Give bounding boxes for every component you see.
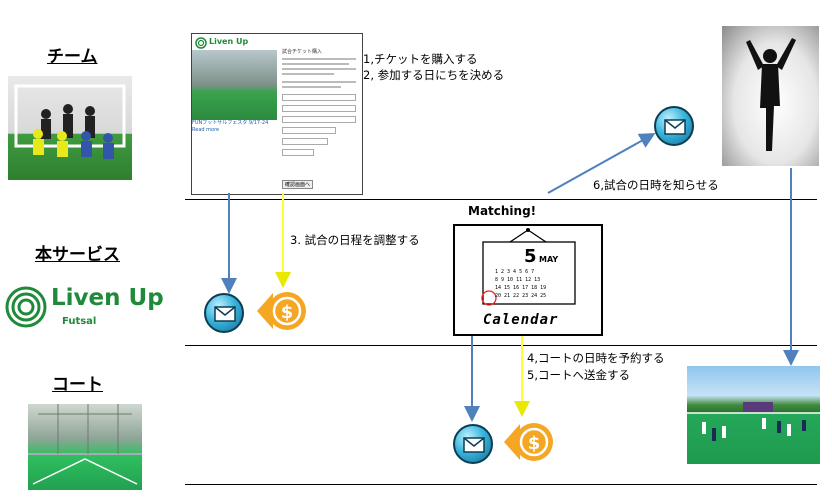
court-photo <box>28 404 142 490</box>
role-service-label: 本サービス <box>35 245 120 265</box>
step-4-label: 4,コートの日時を予約する <box>527 351 665 365</box>
role-court-label: コート <box>52 375 103 395</box>
svg-text:$: $ <box>528 433 541 454</box>
step-2-label: 2, 参加する日にちを決める <box>363 68 505 82</box>
step-3-label: 3. 試合の日程を調整する <box>290 233 420 247</box>
mail-icon <box>453 424 493 464</box>
logo-sub: Futsal <box>62 316 97 327</box>
webpage-form <box>282 58 356 160</box>
webpage-court-image <box>192 50 277 120</box>
ticket-webpage-screenshot: Liven Up FUNフットサルフェスタ 9/17-24 Read more … <box>191 33 363 195</box>
step-6-label: 6,試合の日時を知らせる <box>593 178 719 192</box>
calendar-month-name: MAY <box>539 255 559 264</box>
webpage-submit-button: 確認画面へ <box>282 180 314 189</box>
dollar-coin-icon: $ <box>253 289 311 333</box>
court-match-photo <box>687 366 820 464</box>
calendar-title: Calendar <box>483 312 559 328</box>
calendar-month-number: 5 <box>524 246 537 267</box>
logo-rings-icon <box>5 286 47 328</box>
svg-text:8 9 10 11 12 13: 8 9 10 11 12 13 <box>495 277 540 283</box>
webpage-read-more: Read more <box>192 127 220 133</box>
dollar-coin-icon: $ <box>500 420 558 464</box>
svg-text:20 21 22 23 24 25: 20 21 22 23 24 25 <box>495 293 546 299</box>
step-5-label: 5,コートへ送金する <box>527 368 630 382</box>
svg-text:$: $ <box>281 302 294 323</box>
logo-name: Liven Up <box>51 285 164 311</box>
webpage-caption: FUNフットサルフェスタ 9/17-24 <box>192 120 269 126</box>
arrow-service-to-team-notify <box>547 133 656 194</box>
webpage-heading: 試合チケット購入 <box>282 49 323 55</box>
lane-divider-bottom <box>185 484 817 485</box>
matching-label: Matching! <box>468 204 537 218</box>
mail-icon <box>654 106 694 146</box>
calendar-illustration: 1 2 3 4 5 6 7 8 9 10 11 12 13 14 15 16 1… <box>453 224 603 336</box>
lane-divider-middle <box>185 345 817 346</box>
svg-text:14 15 16 17 18 19: 14 15 16 17 18 19 <box>495 285 546 291</box>
webpage-logo: Liven Up <box>195 36 248 50</box>
athlete-silhouette-photo <box>722 26 819 166</box>
svg-text:1 2 3 4 5 6 7: 1 2 3 4 5 6 7 <box>495 269 534 275</box>
liven-up-logo: Liven Up Futsal <box>4 283 169 333</box>
lane-divider-top <box>185 199 817 200</box>
role-team-label: チーム <box>47 47 98 67</box>
mail-icon <box>204 293 244 333</box>
step-1-label: 1,チケットを購入する <box>363 52 478 66</box>
team-photo <box>8 76 132 180</box>
